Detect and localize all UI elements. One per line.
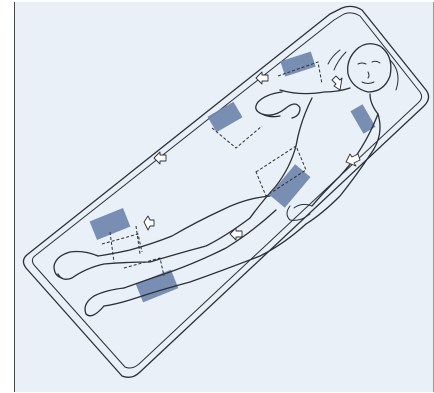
pressure-pads [90, 51, 376, 302]
pad-left-heel [136, 270, 179, 303]
arrow-right-mid [346, 154, 360, 166]
figure-head [348, 44, 391, 92]
figure-left-foot [85, 288, 124, 316]
pad-head [280, 51, 315, 76]
figure-hand [287, 204, 312, 220]
arrow-calf [144, 216, 154, 230]
mattress-outline [23, 6, 428, 377]
supine-figure [54, 44, 398, 316]
pad-right-calf [90, 208, 131, 240]
arrow-upper-right [332, 76, 342, 90]
figure-right-foot [54, 252, 98, 279]
figure-right-arm [256, 92, 300, 118]
figure-face [358, 61, 380, 83]
